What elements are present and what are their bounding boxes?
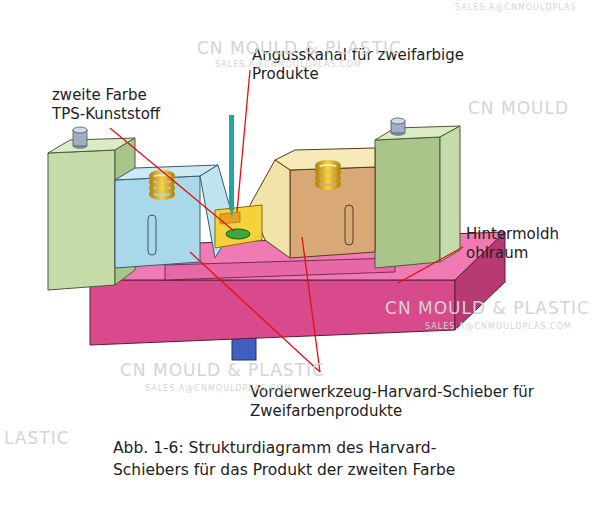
sprue-nozzle — [229, 115, 234, 218]
watermark: SALES.A@CNMOULDPLAS — [455, 3, 577, 12]
watermark: CN MOULD & PLASTIC — [197, 38, 402, 58]
callout-label: Vorderwerkzeug-Harvard-Schieber für Zwei… — [250, 383, 550, 421]
callout-label: zweite Farbe TPS-Kunststoff — [52, 86, 182, 124]
callout-label: Hintermoldh ohlraum — [466, 225, 576, 263]
watermark: SALES.A@CNMOULDPLAS.COM — [425, 322, 572, 331]
right-side-block — [375, 118, 460, 268]
ejector-stub — [232, 338, 256, 360]
watermark: CN MOULD & PLASTIC — [120, 360, 325, 380]
figure-caption: Abb. 1-6: Strukturdiagramm des Harvard-S… — [113, 437, 483, 481]
spring-coil — [317, 162, 339, 170]
watermark: CN MOULD — [468, 98, 569, 118]
watermark: SALES.A@CNMOULDPLAS.COM — [145, 384, 292, 393]
leader-lines — [110, 70, 463, 372]
right-slider — [250, 148, 375, 258]
springs — [151, 162, 339, 198]
watermark: SALES.A@CNMOULDPLAS.COM — [215, 60, 362, 69]
two-colour-product — [215, 205, 262, 248]
watermark: LASTIC — [4, 428, 70, 448]
spring-coil — [151, 172, 173, 180]
watermark: CN MOULD & PLASTIC — [385, 298, 590, 318]
